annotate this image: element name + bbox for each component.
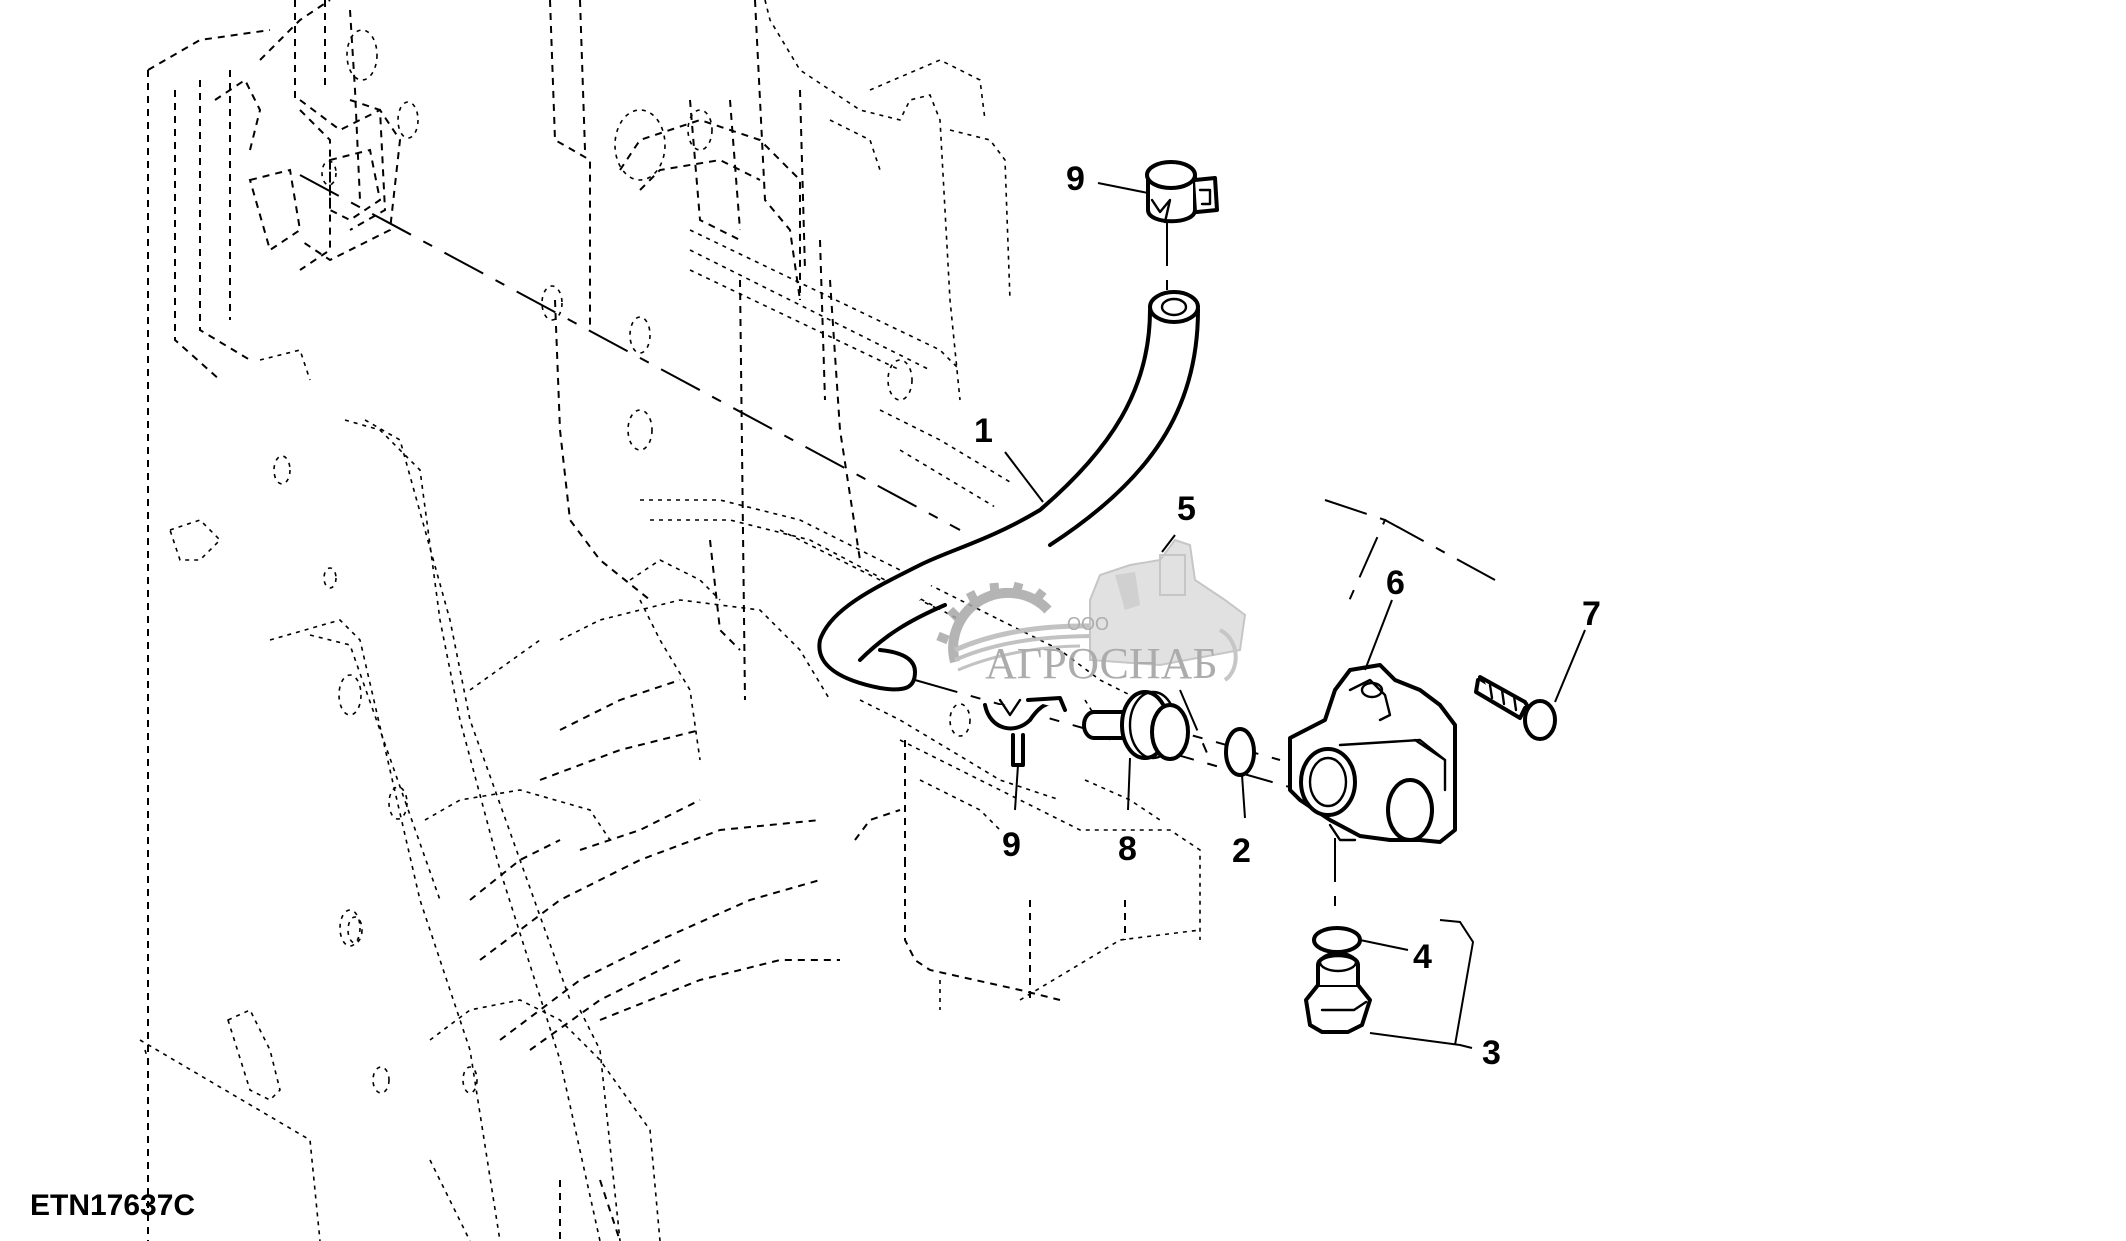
- part-plug[interactable]: [1304, 951, 1372, 1034]
- callout-7[interactable]: 7: [1582, 595, 1601, 633]
- part-o-ring[interactable]: [1224, 727, 1256, 777]
- tractor-frame-phantom: [139, 0, 1201, 1241]
- figure-id: ETN17637C: [30, 1189, 195, 1222]
- leader-lines: [1004, 182, 1586, 1049]
- part-cap-screw[interactable]: [1474, 675, 1557, 741]
- callout-4[interactable]: 4: [1413, 938, 1432, 976]
- part-hose-clamp-bottom[interactable]: [983, 696, 1067, 767]
- callout-1[interactable]: 1: [974, 412, 993, 450]
- callout-9-bottom[interactable]: 9: [1002, 826, 1021, 864]
- part-o-ring-small[interactable]: [1312, 926, 1362, 954]
- watermark-logo: ООО АГРОСНАБ: [936, 538, 1247, 688]
- gear-icon: [936, 581, 1101, 672]
- part-hose[interactable]: [817, 290, 1200, 692]
- part-adapter-fitting[interactable]: [1082, 690, 1190, 761]
- part-hose-clamp-top[interactable]: [1145, 160, 1219, 224]
- callout-3[interactable]: 3: [1482, 1034, 1501, 1072]
- combine-harvester-icon: [1089, 538, 1247, 682]
- callout-8[interactable]: 8: [1118, 830, 1137, 868]
- callout-9-top[interactable]: 9: [1066, 160, 1085, 198]
- callout-labels: 1 2 3 4 5 6 7 8 9 9: [974, 160, 1601, 1072]
- callout-5[interactable]: 5: [1177, 490, 1196, 528]
- part-fitting-block[interactable]: [1288, 663, 1457, 844]
- watermark-name: АГРОСНАБ: [985, 639, 1218, 688]
- callout-6[interactable]: 6: [1386, 564, 1405, 602]
- watermark-prefix: ООО: [1067, 614, 1109, 634]
- callout-2[interactable]: 2: [1232, 832, 1251, 870]
